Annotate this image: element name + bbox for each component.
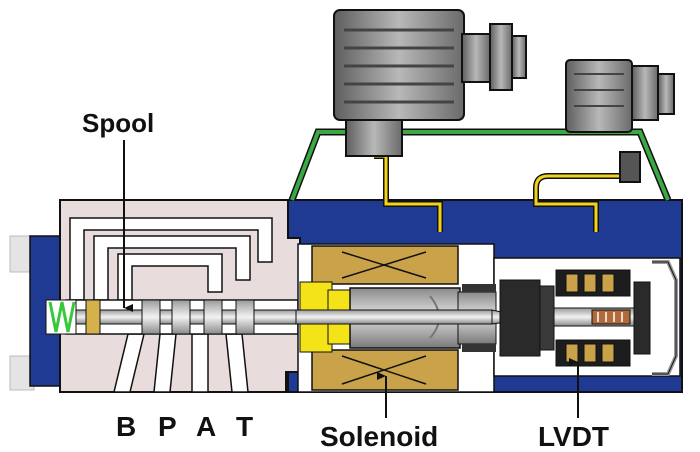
solenoid-coil-upper	[311, 245, 459, 285]
pressure-tube	[462, 284, 496, 352]
lvdt-connector	[565, 59, 675, 183]
lvdt-coil-lower	[565, 343, 615, 363]
solenoid-label: Solenoid	[320, 421, 438, 452]
lvdt-coil-upper	[565, 273, 615, 293]
spool	[75, 299, 313, 335]
port-label-a: A	[196, 411, 216, 442]
port-label-t: T	[236, 411, 253, 442]
solenoid-connector	[333, 9, 527, 157]
valve-housing	[59, 199, 301, 393]
lvdt-label: LVDT	[538, 421, 609, 452]
port-label-p: P	[158, 411, 177, 442]
port-label-b: B	[116, 411, 136, 442]
spool-label: Spool	[82, 108, 154, 138]
spring	[45, 299, 77, 335]
lvdt-assembly	[499, 260, 678, 376]
